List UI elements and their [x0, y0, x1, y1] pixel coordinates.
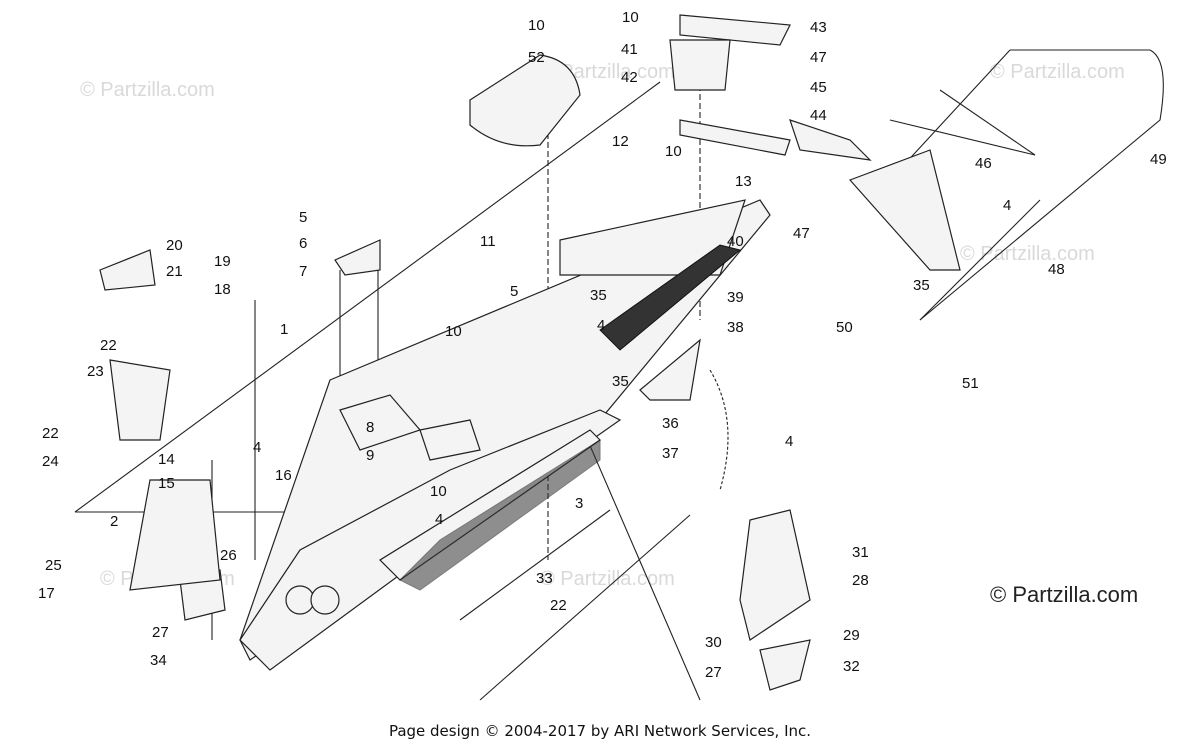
footer-credit: Page design © 2004-2017 by ARI Network S…	[388, 722, 812, 740]
callout: 10	[528, 17, 545, 34]
callout: 34	[150, 652, 167, 669]
callout: 19	[214, 253, 231, 270]
callout: 4	[1003, 197, 1011, 214]
callout: 42	[621, 69, 638, 86]
callout: 32	[843, 658, 860, 675]
seat	[469, 54, 581, 147]
callout: 15	[158, 475, 175, 492]
callout: 29	[843, 627, 860, 644]
tunnel-chassis	[239, 199, 771, 671]
callout: 48	[1048, 261, 1065, 278]
callout: 45	[810, 79, 827, 96]
watermark: © Partzilla.com	[80, 79, 215, 101]
callout: 51	[962, 375, 979, 392]
callout: 1	[280, 321, 288, 338]
callout: 16	[275, 467, 292, 484]
callout: 44	[810, 107, 827, 124]
callout: 35	[612, 373, 629, 390]
callout: 3	[575, 495, 583, 512]
callout: 40	[727, 233, 744, 250]
callout: 27	[152, 624, 169, 641]
brand-watermark: © Partzilla.com	[990, 582, 1139, 607]
callout: 9	[366, 447, 374, 464]
callout: 10	[430, 483, 447, 500]
callout: 24	[42, 453, 59, 470]
rear-bumper	[848, 49, 1164, 321]
callout: 10	[445, 323, 462, 340]
callout: 2	[110, 513, 118, 530]
callout: 7	[299, 263, 307, 280]
watermark: © Partzilla.com	[960, 243, 1095, 265]
callout: 4	[785, 433, 793, 450]
callout: 23	[87, 363, 104, 380]
callout: 39	[727, 289, 744, 306]
callout: 26	[220, 547, 237, 564]
callout: 22	[100, 337, 117, 354]
callout: 43	[810, 19, 827, 36]
callout: 52	[528, 49, 545, 66]
callout: 4	[597, 317, 605, 334]
callout-labels: 10 52 10 43 41 42 47 45 44 12 10 13 46 4…	[38, 9, 1167, 681]
callout: 30	[705, 634, 722, 651]
callout: 37	[662, 445, 679, 462]
callout: 4	[435, 511, 443, 528]
callout: 38	[727, 319, 744, 336]
callout: 4	[253, 439, 261, 456]
callout: 17	[38, 585, 55, 602]
callout: 25	[45, 557, 62, 574]
watermark: © Partzilla.com	[540, 568, 675, 590]
callout: 36	[662, 415, 679, 432]
callout: 35	[913, 277, 930, 294]
callout: 5	[510, 283, 518, 300]
callout: 33	[536, 570, 553, 587]
callout: 47	[793, 225, 810, 242]
callout: 41	[621, 41, 638, 58]
callout: 47	[810, 49, 827, 66]
callout: 31	[852, 544, 869, 561]
callout: 20	[166, 237, 183, 254]
callout: 12	[612, 133, 629, 150]
callout: 27	[705, 664, 722, 681]
brackets	[99, 14, 872, 691]
callout: 11	[480, 233, 496, 250]
callout: 46	[975, 155, 992, 172]
callout: 10	[622, 9, 639, 26]
callout: 28	[852, 572, 869, 589]
callout: 5	[299, 209, 307, 226]
callout: 22	[550, 597, 567, 614]
callout: 6	[299, 235, 307, 252]
rails	[459, 199, 1041, 701]
callout: 35	[590, 287, 607, 304]
callout: 18	[214, 281, 231, 298]
callout: 8	[366, 419, 374, 436]
callout: 21	[166, 263, 183, 280]
callout: 22	[42, 425, 59, 442]
watermark: © Partzilla.com	[990, 61, 1125, 83]
callout: 49	[1150, 151, 1167, 168]
callout: 13	[735, 173, 752, 190]
callout: 10	[665, 143, 682, 160]
callout: 50	[836, 319, 853, 336]
callout: 14	[158, 451, 175, 468]
